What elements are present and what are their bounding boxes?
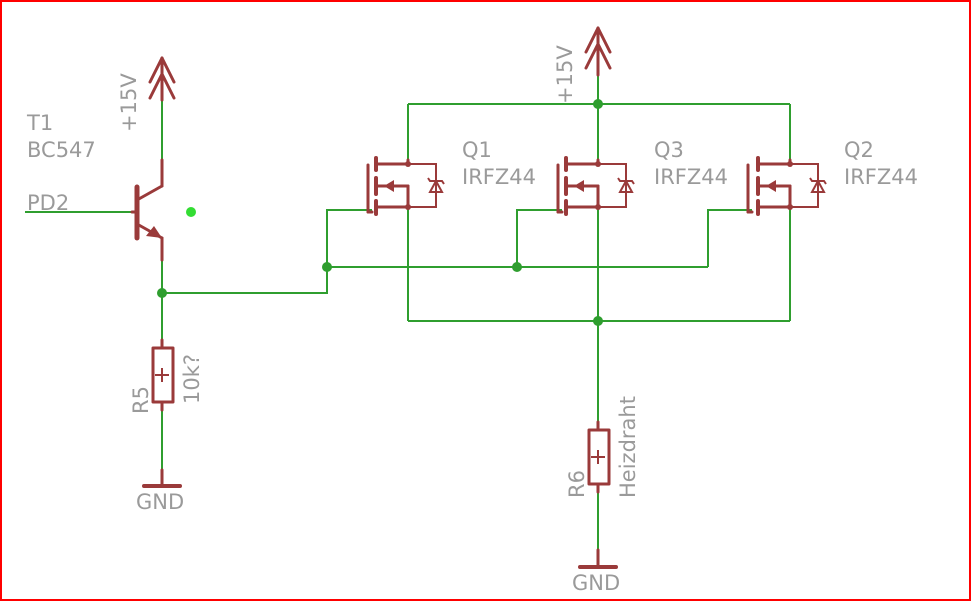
supply-label-left: +15V (117, 73, 141, 132)
mosfet-q1 (366, 156, 445, 216)
q3-value-label: IRFZ44 (654, 165, 728, 189)
mosfet-q2 (746, 156, 827, 216)
t1-name-label: T1 (26, 111, 53, 135)
resistor-r6 (587, 420, 611, 494)
gnd-label-left: GND (136, 490, 184, 514)
q1-name-label: Q1 (462, 138, 492, 162)
supply-label-right: +15V (553, 45, 577, 104)
r6-value-label: Heizdraht (616, 396, 640, 498)
r5-value-label: 10k? (180, 354, 204, 404)
input-net-label: PD2 (27, 191, 69, 215)
q2-name-label: Q2 (844, 138, 874, 162)
gnd-symbol-left (142, 468, 182, 488)
junctions (157, 99, 603, 326)
q2-value-label: IRFZ44 (844, 165, 918, 189)
wires-right (327, 75, 791, 565)
r5-name-label: R5 (129, 386, 153, 414)
resistor-r5 (151, 338, 175, 412)
transistor-t1 (130, 158, 164, 262)
q1-value-label: IRFZ44 (462, 165, 536, 189)
q3-name-label: Q3 (654, 138, 684, 162)
gnd-symbol-right (578, 548, 618, 569)
cursor-dot (186, 207, 196, 217)
mosfet-q3 (556, 156, 635, 216)
supply-symbol-left (148, 56, 176, 102)
supply-symbol-right (584, 26, 612, 77)
t1-value-label: BC547 (27, 138, 96, 162)
r6-name-label: R6 (565, 470, 589, 498)
gnd-label-right: GND (572, 571, 620, 595)
